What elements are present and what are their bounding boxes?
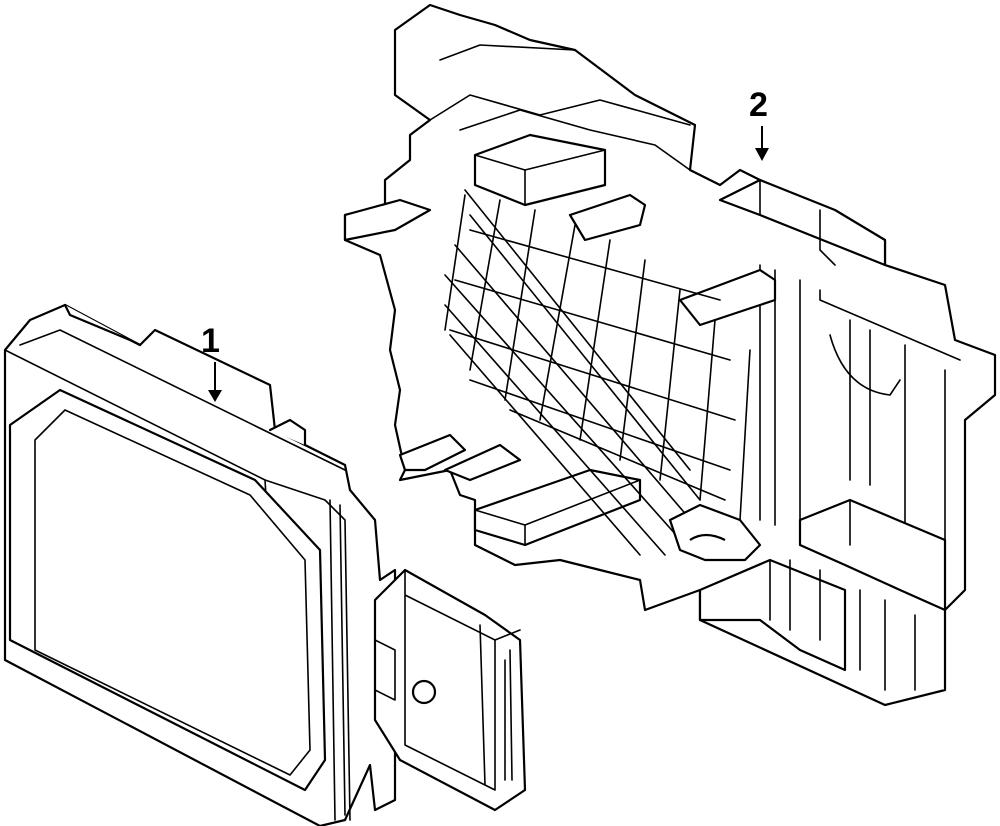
callout-1-number: 1 (201, 322, 220, 360)
bracket-mesh (444, 189, 751, 556)
part-2-bracket (343, 3, 997, 707)
callout-1: 1 (201, 322, 222, 402)
callout-2: 2 (749, 86, 769, 161)
part-1-module (3, 303, 527, 826)
callout-2-number: 2 (749, 86, 768, 124)
callout-2-arrowhead (755, 148, 769, 161)
callout-1-arrowhead (208, 390, 222, 402)
